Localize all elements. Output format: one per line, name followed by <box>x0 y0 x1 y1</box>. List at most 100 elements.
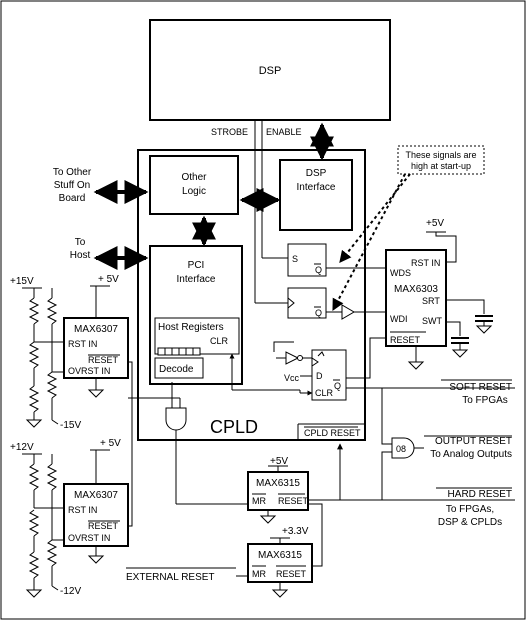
svg-text:D: D <box>316 371 323 381</box>
dsp-interface-block: DSP Interface <box>279 159 353 231</box>
max6315-lower-chip: MAX6315 MR RESET <box>247 543 313 583</box>
external-reset-input: EXTERNAL RESET <box>126 567 236 583</box>
svg-text:To FPGAs,: To FPGAs, <box>446 504 494 515</box>
max6307-upper-chip: MAX6307 RST IN RESET OVRST IN <box>63 317 129 379</box>
svg-text:WDI: WDI <box>390 314 408 324</box>
cpld-label: CPLD <box>210 417 258 437</box>
resistor-12v-bottom <box>28 509 40 537</box>
dsp-block: DSP <box>149 19 391 121</box>
svg-text:RESET: RESET <box>88 355 119 365</box>
max6307-upper-supply: + 5V <box>98 274 119 285</box>
svg-text:Q: Q <box>334 381 341 391</box>
max6315-lower-supply: +3.3V <box>282 526 309 537</box>
soft-reset-output: SOFT RESET To FPGAs <box>441 379 512 406</box>
strobe-label: STROBE <box>211 127 248 137</box>
svg-text:To Analog Outputs: To Analog Outputs <box>430 449 512 460</box>
svg-text:RESET: RESET <box>278 496 309 506</box>
svg-text:MAX6307: MAX6307 <box>74 490 118 501</box>
svg-text:RESET: RESET <box>88 521 119 531</box>
output-reset-gate <box>391 437 415 459</box>
svg-text:RST IN: RST IN <box>68 339 97 349</box>
enable-label: ENABLE <box>266 127 302 137</box>
other-logic-block: Other Logic <box>149 155 239 215</box>
minus12v-label: -12V <box>60 586 81 597</box>
plus12v-label: +12V <box>10 442 34 453</box>
svg-text:08: 08 <box>396 444 406 454</box>
svg-text:Board: Board <box>59 193 86 204</box>
svg-text:Decode: Decode <box>159 364 194 375</box>
decode-block <box>154 357 204 379</box>
svg-text:MR: MR <box>252 569 266 579</box>
svg-text:These signals are: These signals are <box>405 150 476 160</box>
svg-text:RESET: RESET <box>276 569 307 579</box>
svg-text:Host: Host <box>70 250 91 261</box>
svg-text:Stuff On: Stuff On <box>54 180 91 191</box>
svg-text:MAX6307: MAX6307 <box>74 324 118 335</box>
pci-interface-block: PCI Interface Host Registers CLR Decode <box>149 245 243 385</box>
resistor-12v-top <box>28 463 40 491</box>
svg-text:OUTPUT RESET: OUTPUT RESET <box>435 436 512 447</box>
svg-text:RST IN: RST IN <box>68 505 97 515</box>
svg-text:EXTERNAL RESET: EXTERNAL RESET <box>126 572 215 583</box>
watchdog-flipflop: Q <box>287 287 327 319</box>
vcc-inverter <box>285 351 300 365</box>
reset-flipflop: D CLR Q <box>311 349 347 401</box>
svg-text:To Other: To Other <box>53 167 92 178</box>
svg-text:S: S <box>292 254 298 264</box>
svg-text:MAX6303: MAX6303 <box>394 284 438 295</box>
startup-note: These signals are high at start-up <box>397 145 485 175</box>
cpld-block: CPLD CPLD RESET <box>137 149 366 441</box>
max6303-chip: RST IN WDS MAX6303 SRT WDI SWT RESET <box>385 249 447 347</box>
resistor-15v-bottom <box>28 341 40 369</box>
sr-latch: S Q <box>287 243 327 277</box>
svg-text:Interface: Interface <box>297 182 336 193</box>
svg-text:Q: Q <box>315 265 322 275</box>
svg-text:DSP & CPLDs: DSP & CPLDs <box>438 517 502 528</box>
output-reset-label: OUTPUT RESET To Analog Outputs <box>424 435 512 460</box>
svg-text:Host Registers: Host Registers <box>158 322 224 333</box>
svg-text:CLR: CLR <box>315 388 334 398</box>
svg-text:SOFT RESET: SOFT RESET <box>449 382 512 393</box>
max6315-upper-supply: +5V <box>270 456 288 467</box>
max6315-upper-chip: MAX6315 MR RESET <box>247 471 309 511</box>
svg-text:PCI: PCI <box>188 260 205 271</box>
to-host-label: To Host <box>70 237 91 261</box>
svg-text:SWT: SWT <box>422 316 442 326</box>
plus15v-label: +15V <box>10 276 34 287</box>
svg-text:Logic: Logic <box>182 186 206 197</box>
svg-text:Q: Q <box>315 308 322 318</box>
svg-text:RESET: RESET <box>390 335 421 345</box>
svg-text:Interface: Interface <box>177 274 216 285</box>
svg-text:SRT: SRT <box>422 296 440 306</box>
svg-text:MAX6315: MAX6315 <box>258 550 302 561</box>
to-other-stuff-label: To Other Stuff On Board <box>53 167 92 204</box>
svg-text:To FPGAs: To FPGAs <box>462 395 508 406</box>
svg-text:To: To <box>75 237 86 248</box>
clr-label: CLR <box>210 336 229 346</box>
svg-text:high at start-up: high at start-up <box>411 161 471 171</box>
wdi-buffer <box>341 304 355 320</box>
svg-text:MAX6315: MAX6315 <box>256 478 300 489</box>
svg-text:MR: MR <box>252 496 266 506</box>
svg-text:DSP: DSP <box>306 168 327 179</box>
svg-text:HARD RESET: HARD RESET <box>448 489 512 500</box>
hard-reset-output: HARD RESET To FPGAs, DSP & CPLDs <box>436 487 512 528</box>
register-bit-cells <box>157 347 201 356</box>
max6307-lower-chip: MAX6307 RST IN RESET OVRST IN <box>63 483 129 547</box>
svg-text:OVRST IN: OVRST IN <box>68 366 110 376</box>
note-arrow-2 <box>332 173 406 312</box>
note-arrow-1 <box>339 173 411 263</box>
decode-and-gate <box>165 407 187 431</box>
cpld-reset-label: CPLD RESET <box>304 428 361 438</box>
dsp-label: DSP <box>259 65 282 77</box>
svg-text:WDS: WDS <box>390 268 411 278</box>
resistor-15v-top <box>28 297 40 325</box>
max6307-lower-supply: + 5V <box>100 438 121 449</box>
max6303-supply-label: +5V <box>426 218 444 229</box>
svg-text:OVRST IN: OVRST IN <box>68 533 110 543</box>
vcc-label: Vcc <box>284 373 300 383</box>
svg-text:Other: Other <box>181 172 207 183</box>
svg-text:RST IN: RST IN <box>411 258 440 268</box>
